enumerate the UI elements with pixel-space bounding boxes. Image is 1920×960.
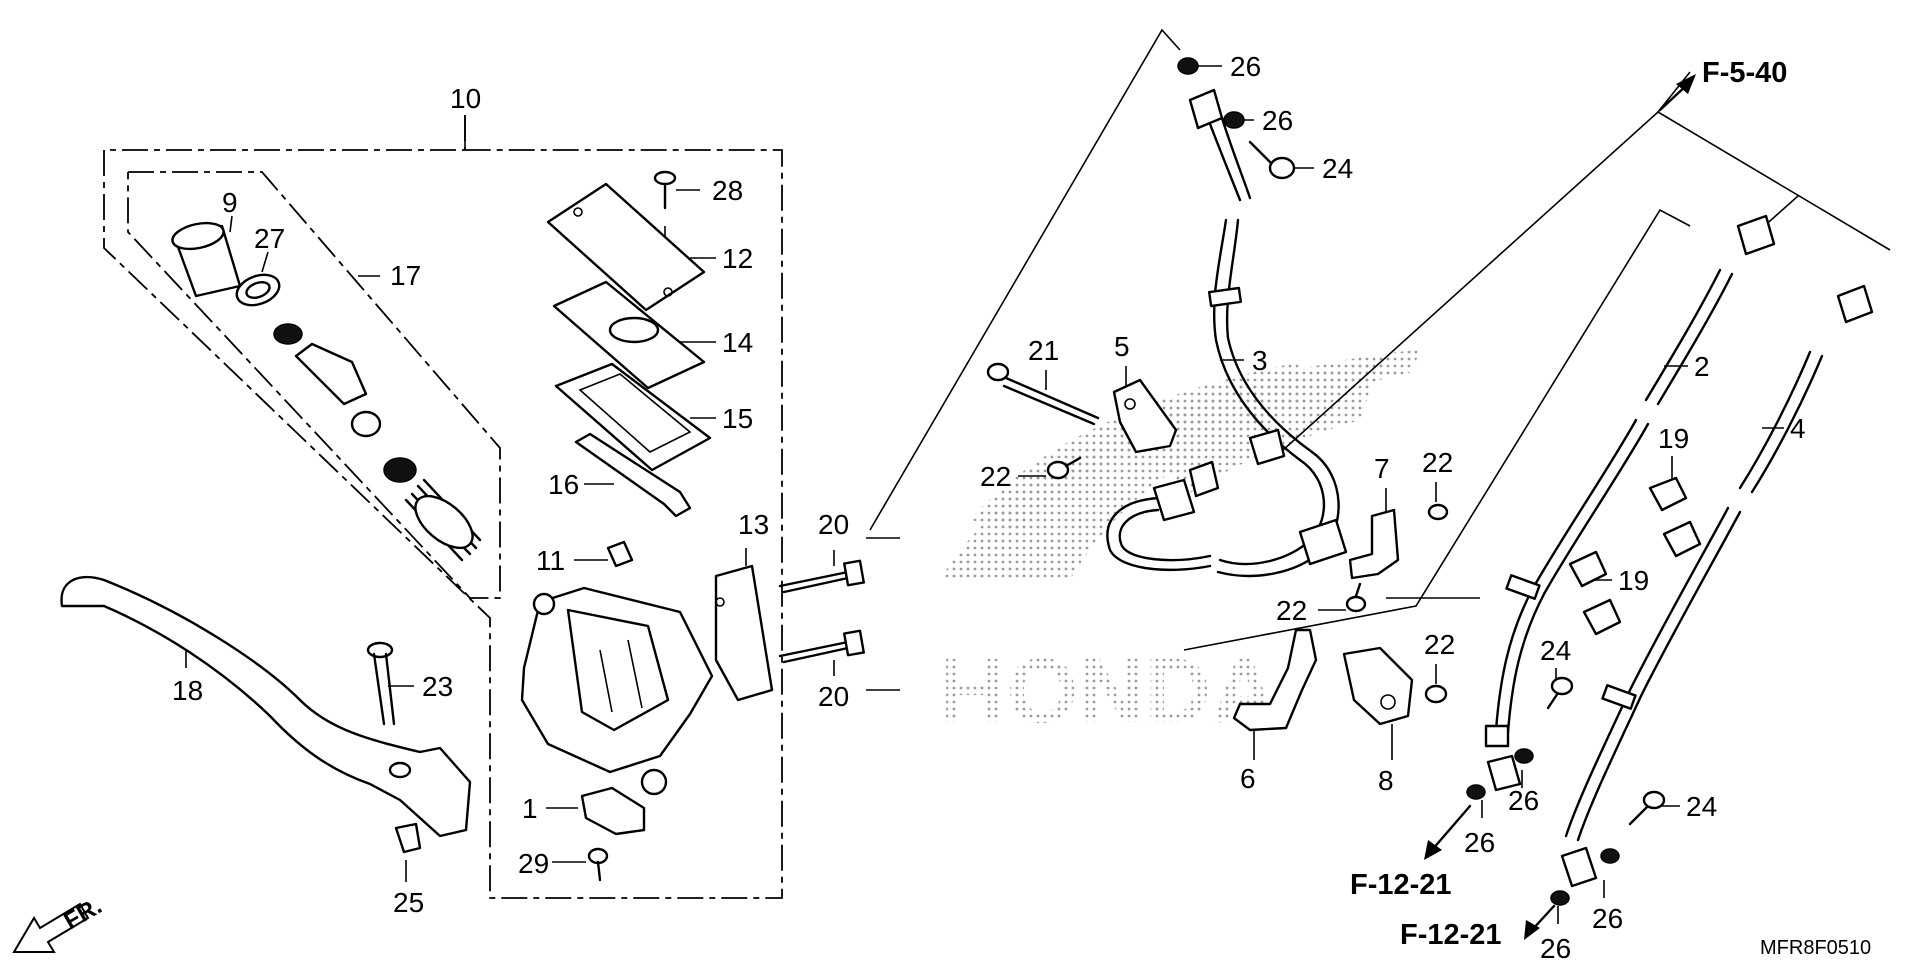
callout-24a: 24 <box>1322 153 1353 184</box>
callout-14: 14 <box>722 327 753 358</box>
leader-lines-left <box>185 189 900 882</box>
part-26-washers-top <box>1177 57 1245 129</box>
callout-26a: 26 <box>1230 51 1261 82</box>
callout-1: 1 <box>522 793 538 824</box>
part-9-boot <box>171 221 242 298</box>
callout-24b: 24 <box>1540 635 1571 666</box>
callout-27: 27 <box>254 223 285 254</box>
callout-22b: 22 <box>1422 447 1453 478</box>
part-26-washers-right <box>1466 748 1620 906</box>
part-14-diaphragm-plate <box>552 280 706 390</box>
part-7-clamp <box>1348 508 1400 580</box>
arrow-to-f-5-40 <box>1658 74 1696 112</box>
part-22-bolt-c <box>1345 582 1367 613</box>
callout-26e: 26 <box>1592 903 1623 934</box>
callout-26f: 26 <box>1540 933 1571 960</box>
part-18-brake-lever <box>60 575 472 838</box>
part-24-bolts-right <box>1546 676 1666 826</box>
callout-17: 17 <box>390 260 421 291</box>
callout-21: 21 <box>1028 335 1059 366</box>
part-20-bolts <box>778 559 865 664</box>
callout-9: 9 <box>222 187 238 218</box>
part-17-piston-set <box>273 323 482 562</box>
diagram-code: MFR8F0510 <box>1760 937 1871 959</box>
callout-22c: 22 <box>1276 595 1307 626</box>
callout-3: 3 <box>1252 345 1268 376</box>
part-22-bolt-b <box>1427 503 1449 521</box>
part-15-diaphragm <box>554 362 712 472</box>
honda-watermark: HONDA <box>940 350 1420 742</box>
part-5-bracket <box>1112 378 1178 454</box>
callout-20b: 20 <box>818 681 849 712</box>
callout-5: 5 <box>1114 331 1130 362</box>
callout-19b: 19 <box>1618 565 1649 596</box>
callout-19a: 19 <box>1658 423 1689 454</box>
assembly-10-outline <box>103 115 783 899</box>
callout-26d: 26 <box>1464 827 1495 858</box>
reference-f-12-21-a: F-12-21 <box>1350 869 1452 901</box>
part-22-bolt-d <box>1424 684 1448 704</box>
callout-11: 11 <box>536 545 565 576</box>
part-25-nut <box>394 822 422 854</box>
part-16-plate <box>574 432 692 518</box>
callout-16: 16 <box>548 469 579 500</box>
part-2-hose <box>1484 214 1776 792</box>
part-6-stay <box>1232 628 1318 732</box>
reference-f-12-21-b: F-12-21 <box>1400 919 1502 951</box>
callout-4: 4 <box>1790 413 1806 444</box>
callout-15: 15 <box>722 403 753 434</box>
part-master-cylinder-body <box>520 586 714 796</box>
callout-18: 18 <box>172 675 203 706</box>
callout-29: 29 <box>518 848 549 879</box>
arrow-to-f-12-21-b <box>1524 904 1556 940</box>
callout-25: 25 <box>393 887 424 918</box>
callout-13: 13 <box>738 509 769 540</box>
part-27-circlip <box>235 273 281 307</box>
part-28-screw <box>653 170 677 210</box>
reference-f-5-40: F-5-40 <box>1702 57 1787 89</box>
part-23-pivot-bolt <box>366 641 396 726</box>
callout-8: 8 <box>1378 765 1394 796</box>
callout-28: 28 <box>712 175 743 206</box>
arrow-to-f-12-21-a <box>1424 804 1472 860</box>
callout-2: 2 <box>1694 351 1710 382</box>
subassembly-17-outline <box>127 171 501 599</box>
part-24-bolt-top <box>1248 140 1296 180</box>
part-8-joint <box>1342 646 1414 726</box>
callout-7: 7 <box>1374 453 1390 484</box>
part-12-reservoir-cap <box>546 182 706 312</box>
callout-24c: 24 <box>1686 791 1717 822</box>
callout-22d: 22 <box>1424 629 1455 660</box>
callout-6: 6 <box>1240 763 1256 794</box>
callout-26b: 26 <box>1262 105 1293 136</box>
part-13-holder <box>714 564 774 702</box>
part-3-brake-hose <box>1106 88 1348 578</box>
callout-12: 12 <box>722 243 753 274</box>
callout-26c: 26 <box>1508 785 1539 816</box>
part-11-clip <box>606 540 634 568</box>
callout-23: 23 <box>422 671 453 702</box>
callout-20a: 20 <box>818 509 849 540</box>
part-4-hose <box>1560 284 1874 888</box>
callout-22a: 22 <box>980 461 1011 492</box>
part-22-bolt-a <box>1046 456 1082 480</box>
part-21-bolt <box>986 362 1100 426</box>
watermark-wordmark: HONDA <box>940 640 1277 742</box>
part-19-clamps <box>1568 476 1702 636</box>
callout-10: 10 <box>450 83 481 114</box>
part-1-switch <box>580 786 646 836</box>
front-direction-arrow-icon: FR. <box>12 892 106 953</box>
part-29-screw <box>587 847 609 882</box>
